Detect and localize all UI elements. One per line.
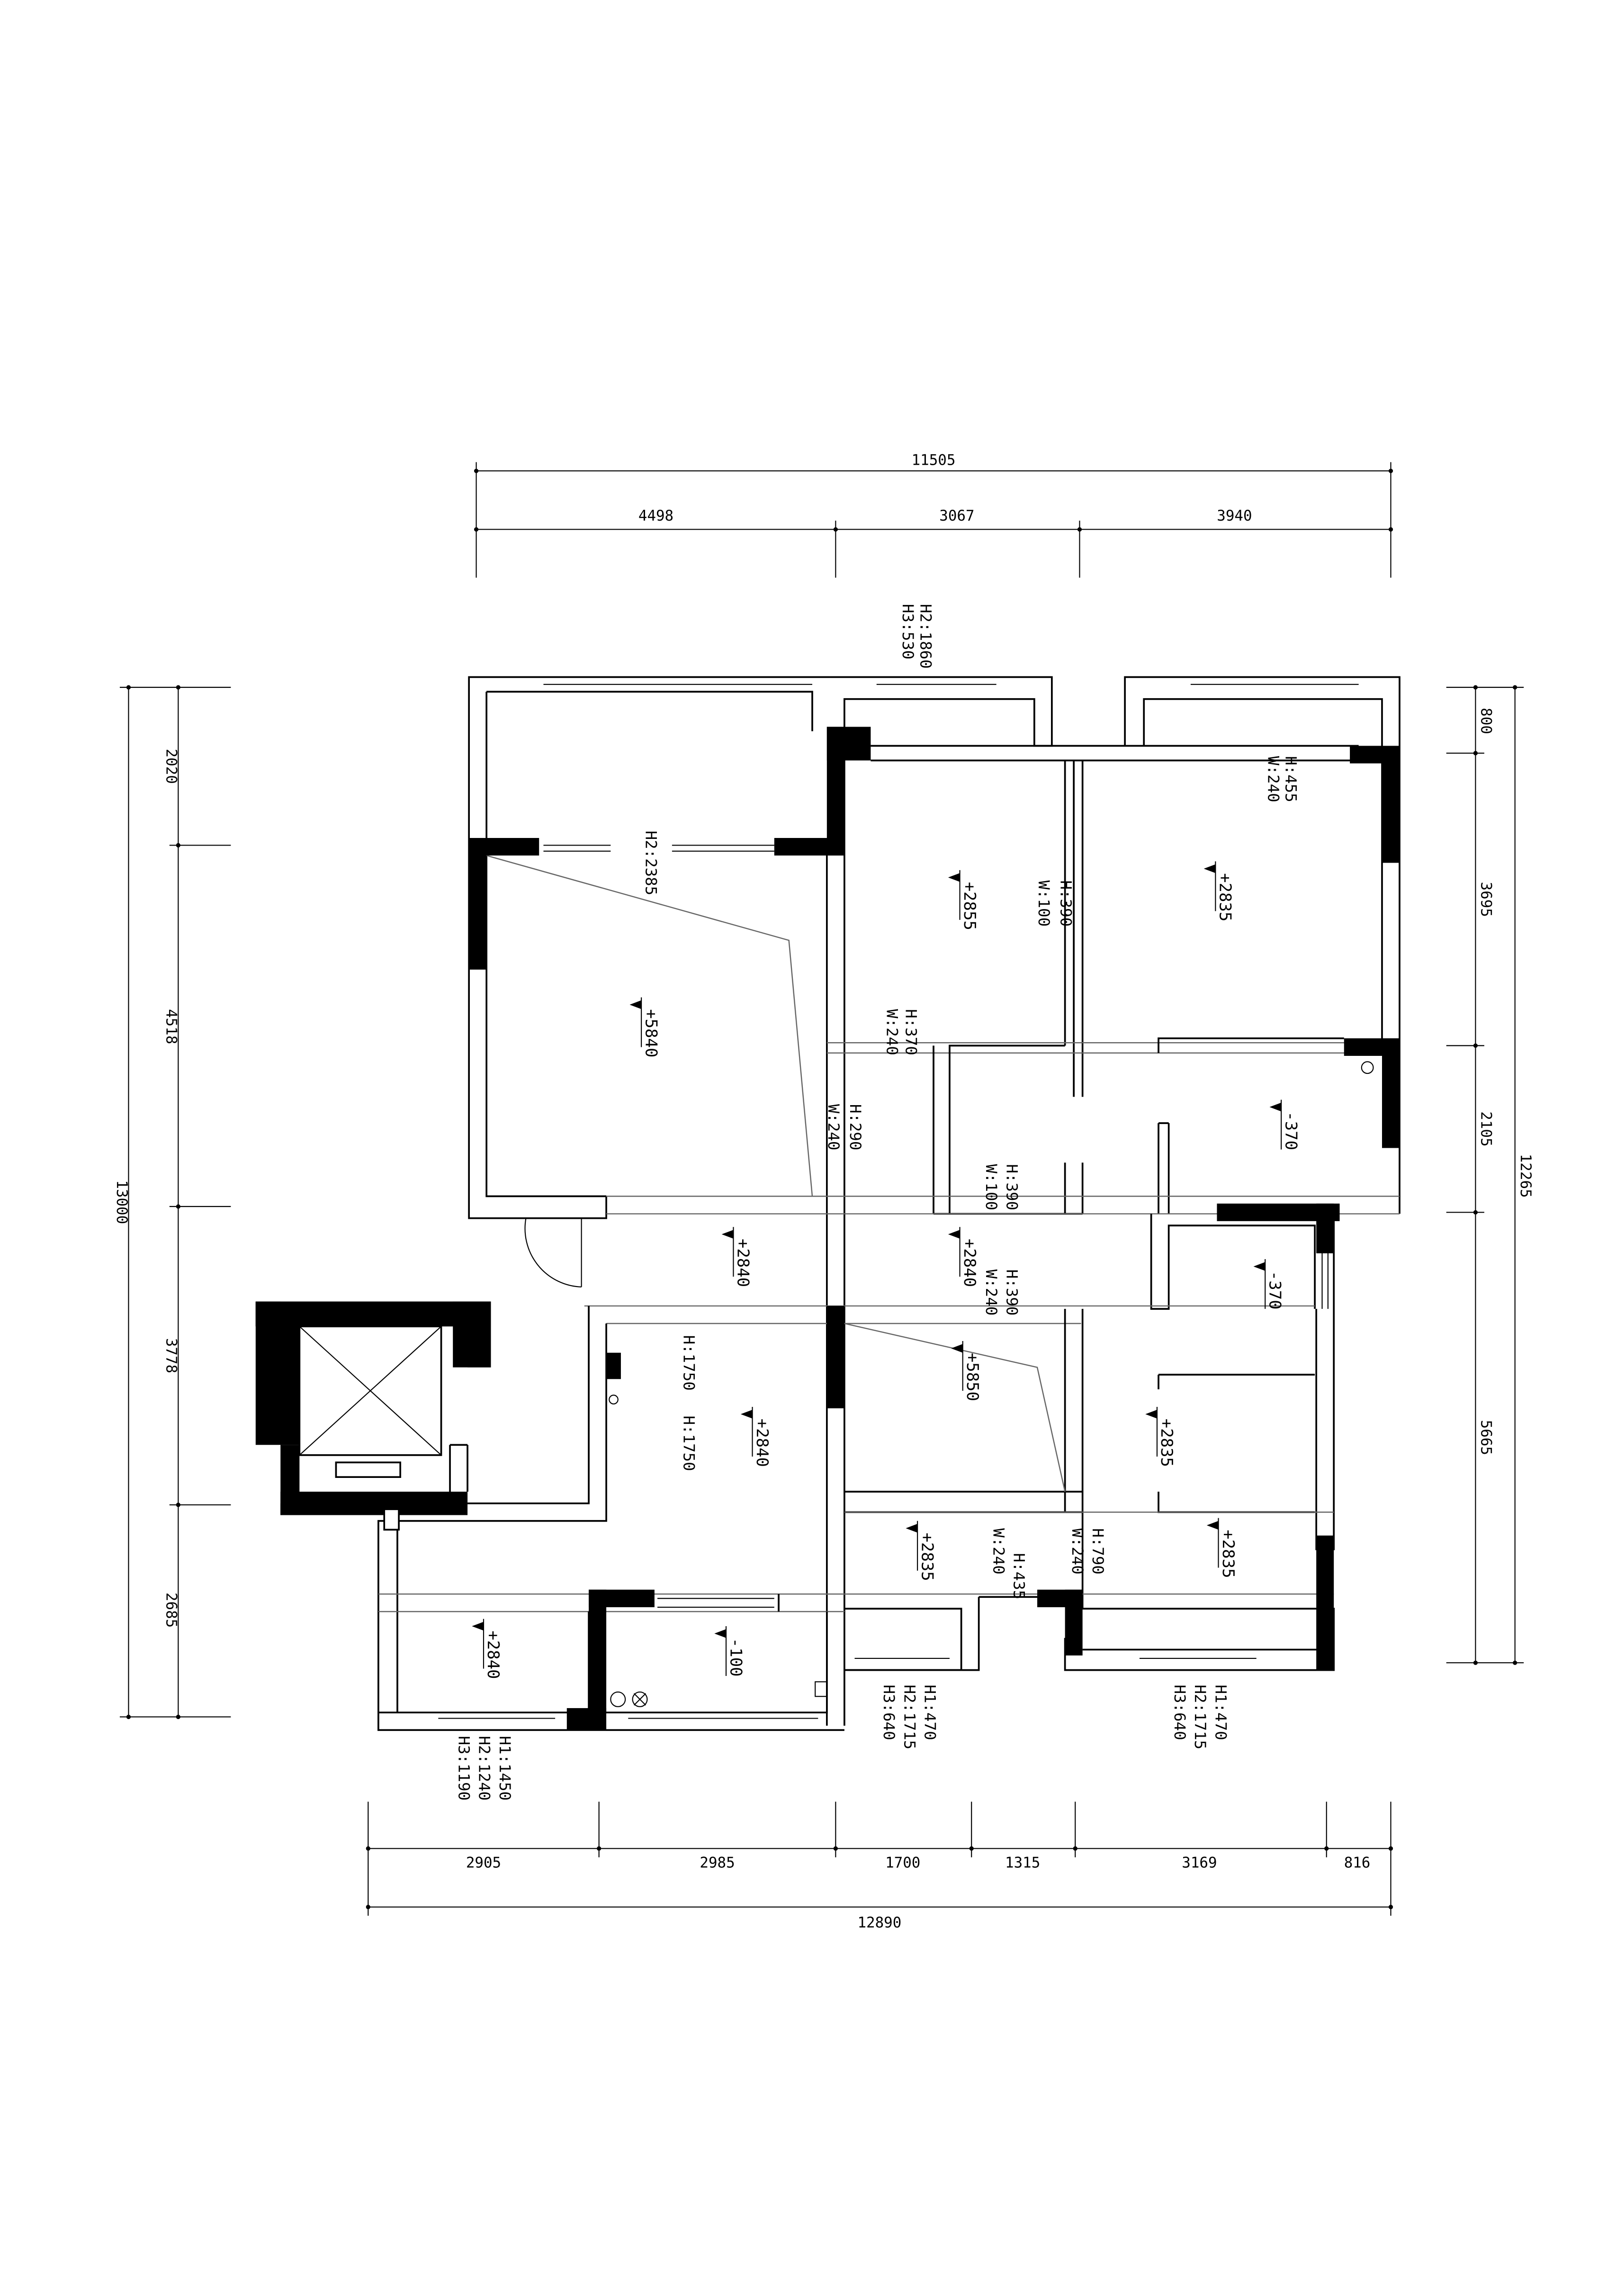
right-seg-4: 5665 bbox=[1478, 1420, 1495, 1455]
right-total-dim: 12265 bbox=[1517, 1154, 1534, 1198]
level-marker-balcony-mid: +2835 bbox=[906, 1521, 936, 1581]
svg-text:-100: -100 bbox=[726, 1638, 745, 1677]
level-markers: +5840 +2855 +2835 -370 -370 +2840 +2840 bbox=[472, 861, 1300, 1679]
beam-w240-d: W:240 bbox=[982, 1270, 1000, 1316]
bottom-left-h1: H1:1450 bbox=[496, 1736, 514, 1801]
bottom-seg-4: 1315 bbox=[1005, 1854, 1040, 1871]
bottom-dimension-lines: 2905 2985 1700 1315 3169 816 12890 bbox=[366, 1801, 1393, 1931]
bottom-right-h2: H2:1715 bbox=[1191, 1685, 1209, 1750]
level-marker-bathroom-a: -370 bbox=[1269, 1099, 1300, 1150]
level-marker-kitchen: -100 bbox=[714, 1626, 745, 1677]
beam-h370: H:370 bbox=[902, 1009, 920, 1055]
beam-h790: H:790 bbox=[1089, 1528, 1107, 1575]
beam-w240-top: W:240 bbox=[1264, 756, 1282, 802]
living-window-h2: H2:2385 bbox=[642, 831, 660, 896]
beam-h290: H:290 bbox=[846, 1104, 864, 1151]
right-seg-2: 3695 bbox=[1478, 882, 1495, 917]
left-seg-1: 2020 bbox=[163, 749, 180, 784]
svg-text:-370: -370 bbox=[1281, 1111, 1300, 1150]
level-marker-corridor-left: +2840 bbox=[721, 1227, 753, 1287]
beam-h1750-b: H:1750 bbox=[680, 1415, 698, 1471]
bottom-mid-h1: H1:470 bbox=[921, 1685, 939, 1740]
bottom-right-h3: H3:640 bbox=[1171, 1685, 1189, 1740]
beam-h390-a: H:390 bbox=[1057, 881, 1075, 927]
beam-w240-f: W:240 bbox=[1068, 1528, 1086, 1575]
beam-w240-b: W:240 bbox=[883, 1009, 901, 1055]
svg-text:+2840: +2840 bbox=[484, 1630, 503, 1679]
top-total-dim: 11505 bbox=[912, 452, 956, 469]
left-total-dim: 13000 bbox=[113, 1180, 130, 1224]
wall-outlines bbox=[377, 676, 1401, 1731]
svg-text:+2835: +2835 bbox=[1219, 1530, 1238, 1578]
right-dimension-lines: 12265 800 3695 2105 5665 bbox=[1446, 685, 1534, 1665]
beam-w100-b: W:100 bbox=[982, 1164, 1000, 1210]
svg-text:+5840: +5840 bbox=[641, 1009, 660, 1057]
bottom-mid-h3: H3:640 bbox=[880, 1685, 898, 1740]
top-dimension-lines: 11505 4498 3067 3940 bbox=[474, 452, 1393, 578]
left-seg-4: 2685 bbox=[163, 1593, 180, 1628]
svg-text:+2835: +2835 bbox=[917, 1532, 936, 1581]
left-seg-2: 4518 bbox=[163, 1009, 180, 1044]
beam-h390-b: H:390 bbox=[1003, 1164, 1021, 1210]
bottom-seg-1: 2905 bbox=[466, 1854, 501, 1871]
beam-h1750-a: H:1750 bbox=[680, 1335, 698, 1391]
bottom-seg-3: 1700 bbox=[885, 1854, 920, 1871]
top-seg-1: 4498 bbox=[638, 507, 673, 524]
bottom-seg-2: 2985 bbox=[700, 1854, 735, 1871]
bottom-left-h3: H3:1190 bbox=[455, 1736, 473, 1801]
svg-text:+5850: +5850 bbox=[963, 1353, 982, 1401]
level-marker-lower-left: +2840 bbox=[472, 1619, 503, 1679]
top-window-h3: H3:530 bbox=[899, 604, 917, 659]
level-marker-room-center: +5850 bbox=[951, 1341, 982, 1401]
top-seg-3: 3940 bbox=[1217, 507, 1252, 524]
level-marker-bedroom-d: +2835 bbox=[1206, 1518, 1238, 1578]
svg-text:+2855: +2855 bbox=[960, 882, 979, 930]
beam-w100-a: W:100 bbox=[1035, 881, 1053, 927]
level-marker-dining: +2840 bbox=[740, 1406, 772, 1467]
svg-text:+2840: +2840 bbox=[734, 1239, 753, 1287]
level-marker-bedroom-a: +2855 bbox=[948, 870, 979, 930]
right-seg-1: 800 bbox=[1478, 708, 1495, 734]
left-dimension-lines: 13000 2020 4518 3778 2685 bbox=[113, 685, 231, 1720]
svg-text:+2840: +2840 bbox=[960, 1239, 979, 1287]
top-window-h2: H2:1860 bbox=[916, 604, 934, 669]
bottom-total-dim: 12890 bbox=[857, 1914, 901, 1931]
beam-h390-c: H:390 bbox=[1003, 1270, 1021, 1316]
level-marker-bedroom-c: +2835 bbox=[1145, 1406, 1176, 1467]
left-seg-3: 3778 bbox=[163, 1338, 180, 1373]
bottom-seg-6: 816 bbox=[1344, 1854, 1371, 1871]
bottom-left-h2: H2:1240 bbox=[476, 1736, 494, 1801]
svg-text:+2835: +2835 bbox=[1157, 1419, 1176, 1467]
fixtures bbox=[609, 1061, 1374, 1707]
svg-text:-370: -370 bbox=[1265, 1271, 1284, 1310]
top-seg-2: 3067 bbox=[939, 507, 974, 524]
level-marker-bedroom-b: +2835 bbox=[1203, 861, 1235, 921]
level-marker-living: +5840 bbox=[629, 997, 660, 1057]
beam-h455: H:455 bbox=[1282, 756, 1300, 802]
right-seg-3: 2105 bbox=[1478, 1111, 1495, 1146]
svg-text:+2840: +2840 bbox=[753, 1419, 772, 1467]
svg-text:+2835: +2835 bbox=[1216, 873, 1235, 921]
bottom-right-h1: H1:470 bbox=[1212, 1685, 1230, 1740]
beam-w240-e: W:240 bbox=[989, 1528, 1007, 1575]
beam-annotations: H2:1860 H3:530 H2:2385 H:455 W:240 H:390… bbox=[455, 604, 1300, 1801]
elevator-shaft bbox=[255, 1301, 491, 1531]
level-marker-corridor-mid: +2840 bbox=[948, 1227, 979, 1287]
beam-h435: H:435 bbox=[1010, 1553, 1028, 1600]
bottom-seg-5: 3169 bbox=[1182, 1854, 1217, 1871]
solid-walls bbox=[469, 727, 1400, 1730]
level-marker-bathroom-b: -370 bbox=[1253, 1259, 1284, 1310]
bottom-mid-h2: H2:1715 bbox=[900, 1685, 918, 1750]
beam-w240-c: W:240 bbox=[825, 1104, 843, 1151]
